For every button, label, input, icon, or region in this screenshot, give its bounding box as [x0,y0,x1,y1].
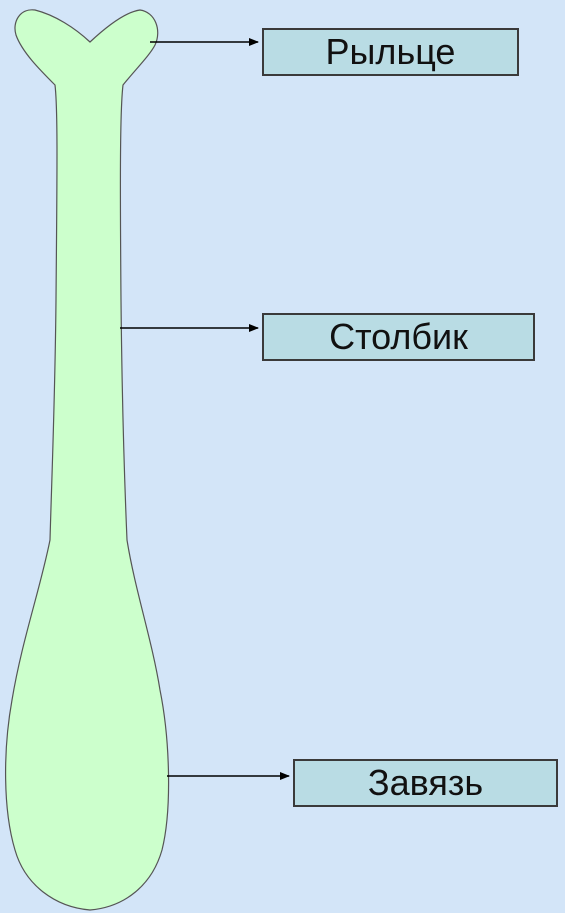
stigma-label: Рыльце [262,28,519,76]
pistil-shape [4,9,170,911]
style-label: Столбик [262,313,535,361]
ovary-label: Завязь [293,759,558,807]
